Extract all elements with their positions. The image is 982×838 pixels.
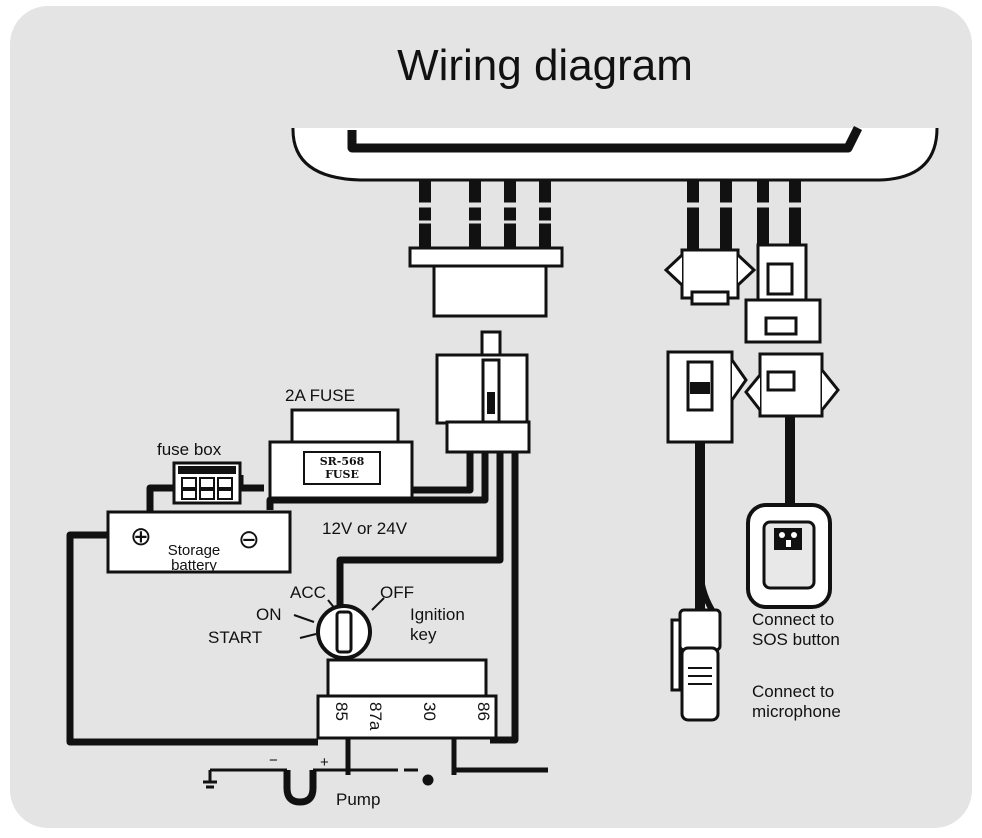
- pump-symbol: [283, 770, 317, 806]
- fuse-wire: [412, 452, 474, 494]
- fuse-rating-label: 2A FUSE: [285, 386, 355, 405]
- battery-minus-terminal: ⊖: [238, 524, 260, 554]
- sos-button: [746, 503, 832, 609]
- ignition-label-line1: Ignition: [410, 605, 465, 624]
- microphone-cable: [680, 180, 735, 250]
- storage-battery: ⊕ ⊖ Storage battery: [106, 510, 292, 574]
- battery-plus-terminal: ⊕: [130, 521, 152, 551]
- power-cable-bundle: [418, 180, 560, 248]
- acc-wire: [336, 452, 504, 612]
- pump-minus-label: −: [269, 752, 278, 769]
- voltage-label: 12V or 24V: [322, 519, 408, 538]
- sos-connector-top: [744, 243, 822, 344]
- relay-pin-86: 86: [474, 702, 493, 721]
- sos-cable: [755, 180, 805, 250]
- relay-pin-85: 85: [332, 702, 351, 721]
- battery-label-line2: battery: [171, 557, 217, 574]
- battery-label-line1: Storage: [168, 542, 221, 559]
- battery-to-fusebox: [146, 484, 180, 512]
- pump-label: Pump: [336, 790, 380, 809]
- mic-label-line1: Connect to: [752, 682, 834, 701]
- ground-wire: [266, 452, 489, 510]
- key-on-label: ON: [256, 605, 282, 624]
- microphone-connector-bottom: [666, 350, 748, 444]
- ignition-label-line2: key: [410, 625, 437, 644]
- fuse-2a: 2A FUSE SR-568 FUSE: [268, 386, 414, 500]
- relay-pin-30: 30: [420, 702, 439, 721]
- main-connector-male: [408, 246, 564, 318]
- microphone-wire: [695, 442, 715, 612]
- fuse-part-number: SR-568: [320, 455, 365, 468]
- mic-label-line2: microphone: [752, 702, 841, 721]
- sos-label-line1: Connect to: [752, 610, 834, 629]
- fuse-box: fuse box: [157, 440, 242, 505]
- pump-circuit: [203, 738, 548, 806]
- microphone-plug: [670, 608, 722, 722]
- key-acc-label: ACC: [290, 583, 326, 602]
- sos-connector-bottom: [744, 352, 840, 418]
- relay: 85 87a 30 86: [316, 658, 498, 740]
- main-connector-female: [435, 330, 531, 454]
- harness-wires: [66, 452, 519, 746]
- battery-to-relay-85: [66, 531, 318, 746]
- relay-86-wire: [490, 452, 519, 744]
- microphone-connector-top: [663, 248, 757, 306]
- key-start-label: START: [208, 628, 262, 647]
- pump-plus-label: +: [320, 754, 329, 771]
- fuse-part-text: FUSE: [325, 468, 359, 481]
- fuse-box-label: fuse box: [157, 440, 222, 459]
- diagram-title: Wiring diagram: [397, 41, 693, 90]
- ignition-key: ACC OFF ON START Ignition key: [208, 583, 465, 660]
- sos-label-line2: SOS button: [752, 630, 840, 649]
- relay-pin-87a: 87a: [366, 702, 385, 731]
- key-off-label: OFF: [380, 583, 414, 602]
- tracker-device: [291, 125, 939, 182]
